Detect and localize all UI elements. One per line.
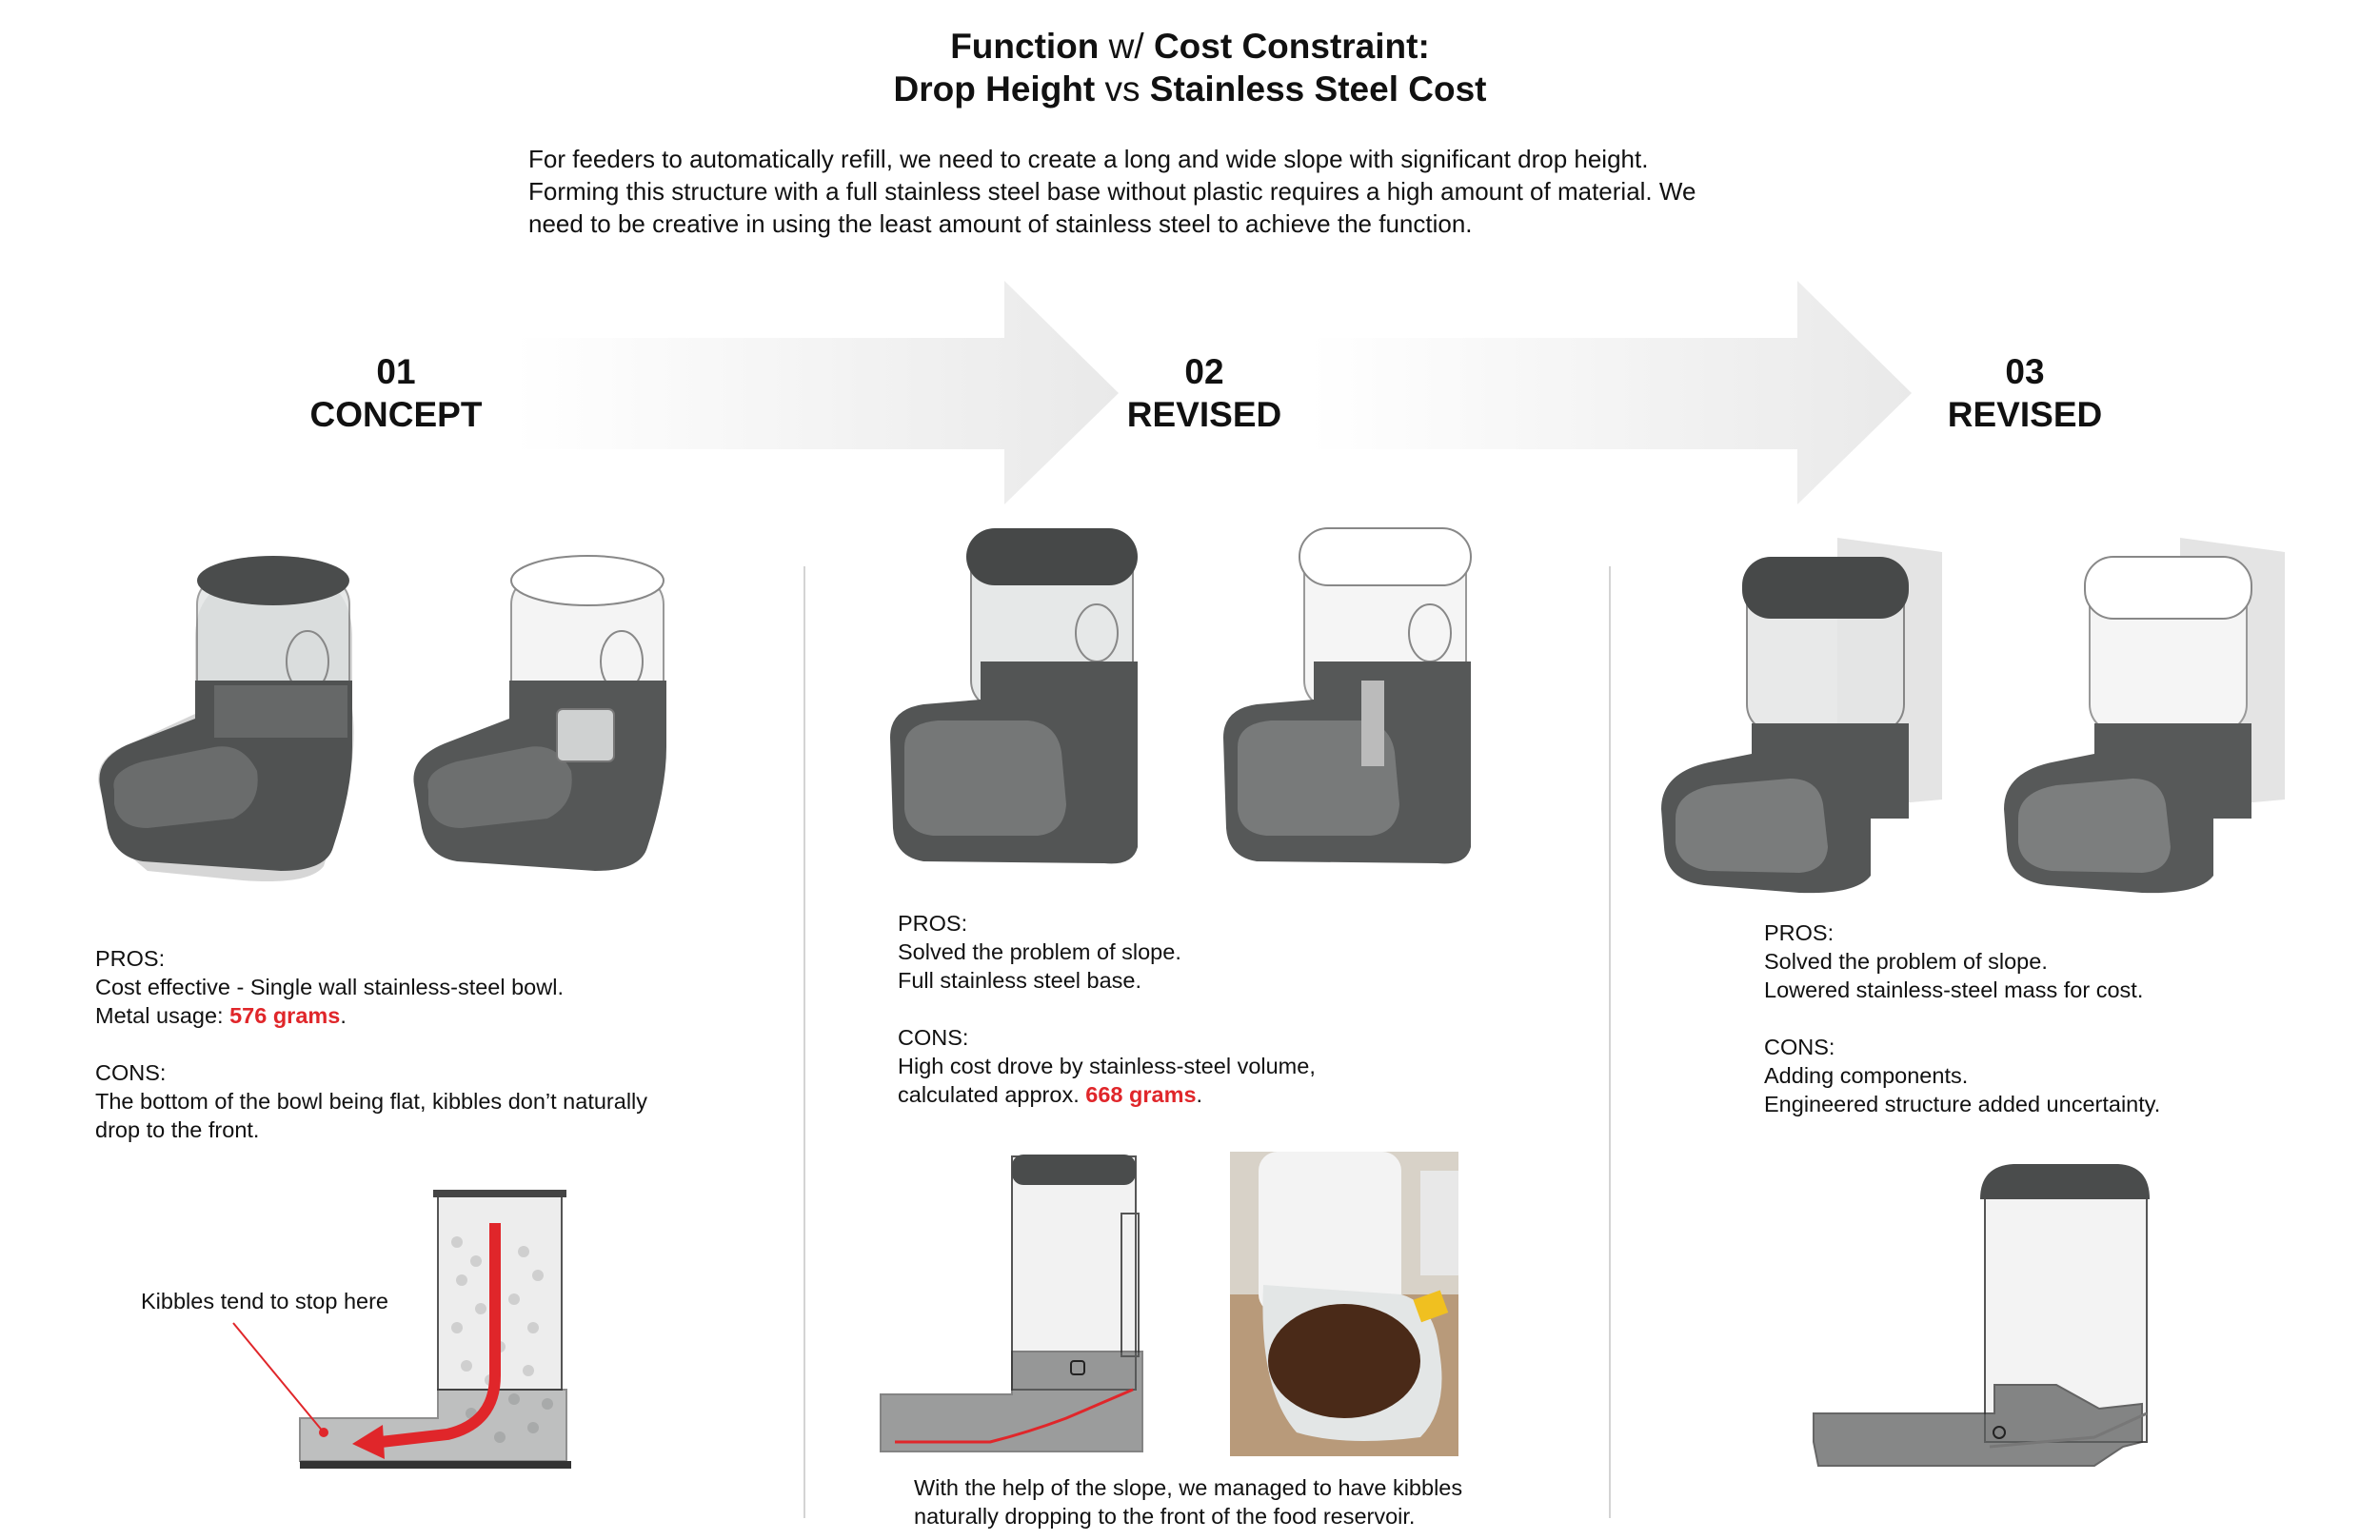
progress-arrows bbox=[514, 281, 1912, 504]
intro-paragraph: For feeders to automatically refill, we … bbox=[528, 145, 1696, 238]
page-title: Function w/ Cost Constraint: Drop Height… bbox=[893, 27, 1487, 109]
callout-line bbox=[232, 1322, 325, 1433]
column-divider-2 bbox=[1609, 566, 1611, 1518]
feeder-render-03b bbox=[2004, 538, 2285, 894]
arrow-1 bbox=[514, 281, 1119, 504]
feeder-render-01b bbox=[413, 555, 666, 871]
cross-section-03 bbox=[1813, 1164, 2150, 1467]
column-divider-1 bbox=[803, 566, 805, 1518]
feeder-render-03a bbox=[1661, 538, 1942, 894]
callout-label: Kibbles tend to stop here bbox=[141, 1289, 388, 1313]
cross-section-02 bbox=[880, 1155, 1143, 1452]
feeder-render-02a bbox=[890, 528, 1138, 864]
feeder-render-01a bbox=[98, 556, 354, 881]
cross-section-01 bbox=[299, 1190, 571, 1469]
step-02-notes: PROS: Solved the problem of slope. Full … bbox=[898, 911, 1316, 1107]
feeder-photo bbox=[1230, 1152, 1458, 1456]
step-03-notes: PROS: Solved the problem of slope. Lower… bbox=[1764, 920, 2161, 1116]
step-01-notes: PROS: Cost effective - Single wall stain… bbox=[95, 946, 648, 1142]
arrow-2 bbox=[1309, 281, 1912, 504]
step-02-caption: With the help of the slope, we managed t… bbox=[914, 1475, 1463, 1529]
feeder-render-02b bbox=[1223, 527, 1472, 864]
